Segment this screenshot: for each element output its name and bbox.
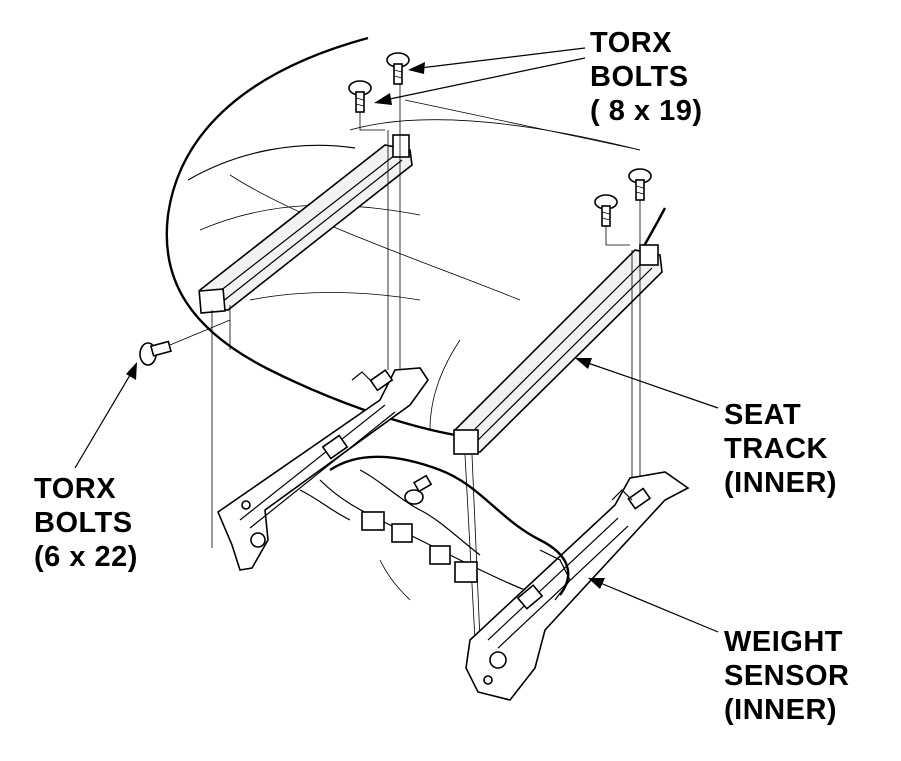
callout-line: (INNER) [724, 694, 838, 726]
callout-line: TRACK [724, 433, 828, 465]
seat-track-outer [198, 134, 413, 314]
seat-track-inner [453, 244, 663, 455]
weight-sensor-inner-label: WEIGHT SENSOR (INNER) [724, 625, 849, 727]
torx-bolt-icon [139, 340, 172, 366]
torx-bolt-icon [594, 194, 618, 227]
weight-sensor-outer [217, 367, 429, 571]
callout-line: (INNER) [724, 467, 838, 499]
callout-line: BOLTS [34, 507, 133, 539]
wiring-harness [299, 455, 571, 601]
leader-arrows [74, 47, 719, 633]
callout-line: ( 8 x 19) [590, 95, 703, 127]
torx-bolt-icon [628, 168, 652, 201]
callout-line: SEAT [724, 399, 802, 431]
torx-bolts-6x22-label: TORX BOLTS (6 x 22) [34, 472, 138, 574]
torx-bolts-8x19-label: TORX BOLTS ( 8 x 19) [590, 26, 703, 128]
callout-line: BOLTS [590, 61, 689, 93]
torx-bolt-icon [348, 80, 372, 113]
torx-bolt-icon [386, 52, 410, 85]
torx-bolt-icon [404, 474, 433, 505]
callout-line: SENSOR [724, 660, 850, 692]
callout-line: TORX [590, 27, 673, 59]
seat-track-inner-label: SEAT TRACK (INNER) [724, 398, 837, 500]
callout-line: (6 x 22) [34, 541, 138, 573]
callout-line: WEIGHT [724, 626, 843, 658]
callout-line: TORX [34, 473, 117, 505]
weight-sensor-inner [465, 471, 690, 701]
